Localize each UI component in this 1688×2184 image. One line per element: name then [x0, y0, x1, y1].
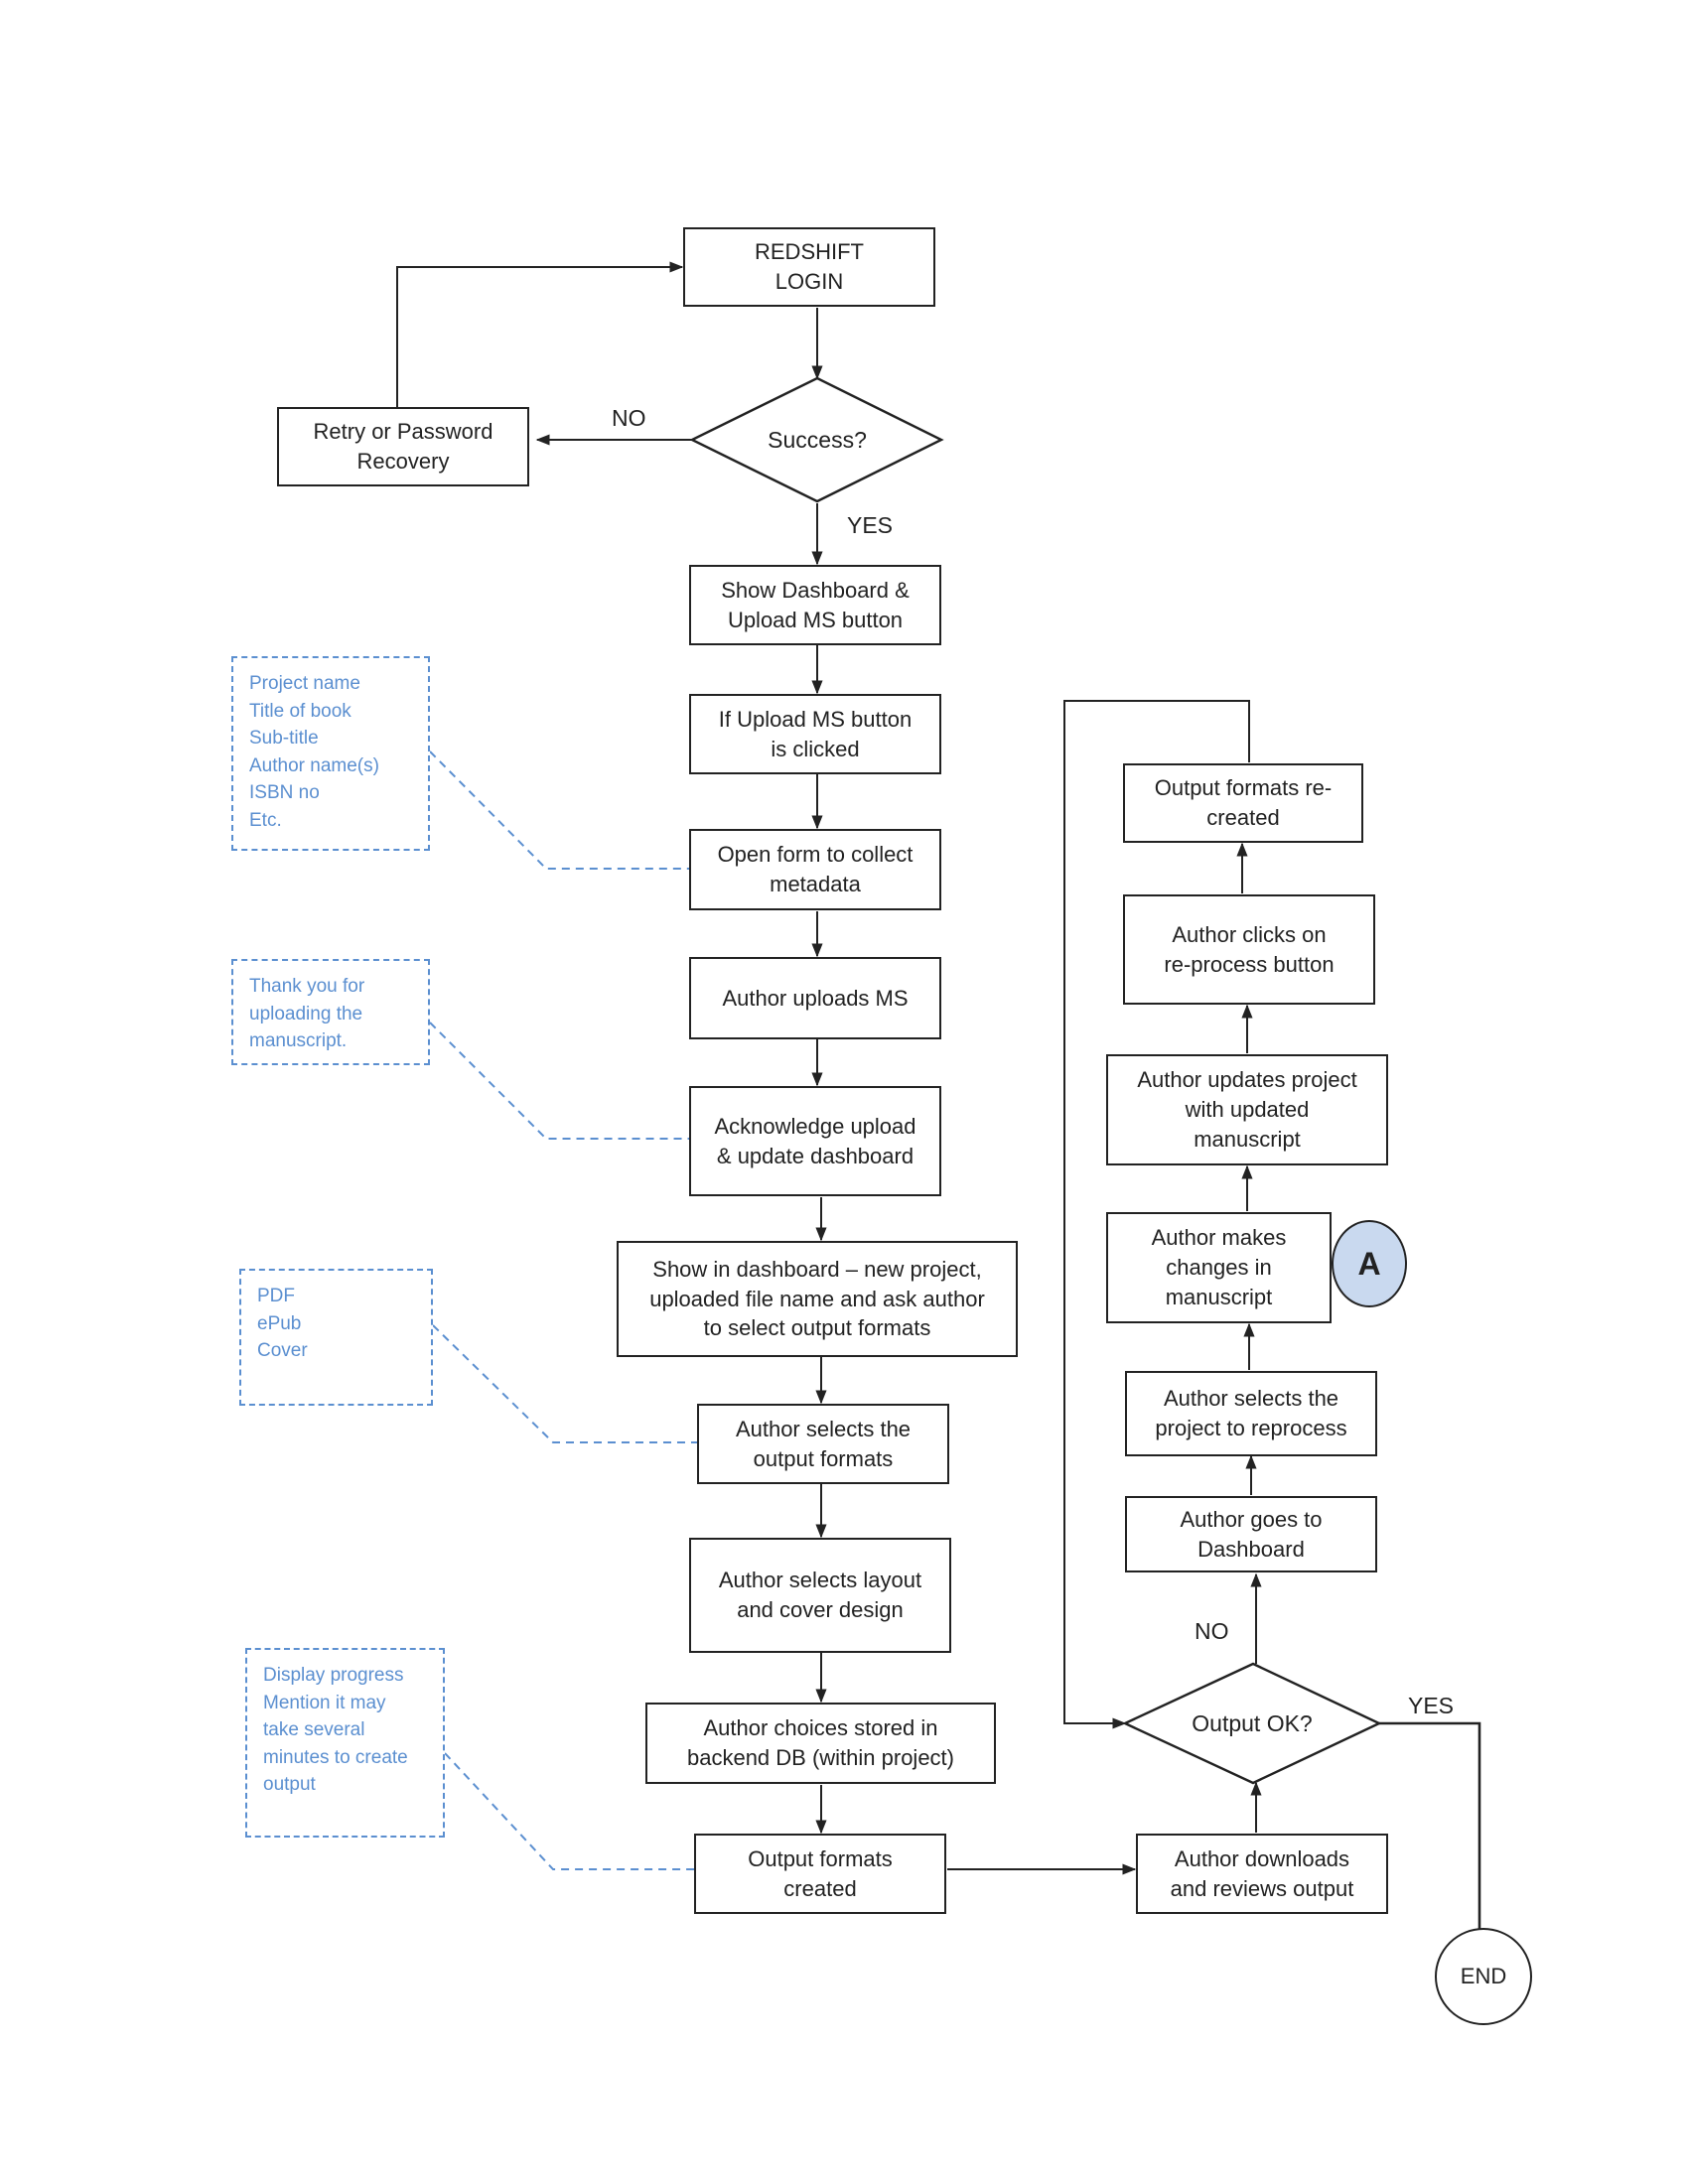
no-login-label: NO	[612, 405, 646, 431]
dashed-link-thanks	[429, 1022, 689, 1140]
arrow-recreated-loop-to-output-ok	[1063, 700, 1250, 1729]
upload-clicked-box: If Upload MS button is clicked	[689, 694, 941, 774]
no-output-label: NO	[1195, 1618, 1229, 1644]
note-thank-you: Thank you for uploading the manuscript.	[231, 959, 430, 1065]
formats-recreated-box: Output formats re- created	[1123, 763, 1363, 843]
yes-output-label: YES	[1408, 1693, 1455, 1718]
yes-login-label: YES	[847, 512, 894, 538]
open-form-box: Open form to collect metadata	[689, 829, 941, 910]
makes-changes-box: Author makes changes in manuscript	[1106, 1212, 1332, 1323]
arrow-output-ok-yes-to-end	[1379, 1721, 1481, 1934]
dashed-link-formats	[432, 1324, 697, 1443]
retry-box: Retry or Password Recovery	[277, 407, 529, 486]
show-new-project-box: Show in dashboard – new project, uploade…	[617, 1241, 1018, 1357]
note-display-progress: Display progress Mention it may take sev…	[245, 1648, 445, 1838]
author-uploads-box: Author uploads MS	[689, 957, 941, 1039]
connector-a: A	[1332, 1220, 1407, 1307]
dashed-link-progress	[444, 1752, 694, 1870]
end-terminal: END	[1435, 1928, 1532, 2025]
select-layout-box: Author selects layout and cover design	[689, 1538, 951, 1653]
acknowledge-box: Acknowledge upload & update dashboard	[689, 1086, 941, 1196]
downloads-reviews-box: Author downloads and reviews output	[1136, 1834, 1388, 1914]
goes-dashboard-box: Author goes to Dashboard	[1125, 1496, 1377, 1572]
arrow-retry-to-login	[396, 261, 684, 407]
login-box: REDSHIFT LOGIN	[683, 227, 935, 307]
clicks-reprocess-box: Author clicks on re-process button	[1123, 894, 1375, 1005]
selects-project-box: Author selects the project to reprocess	[1125, 1371, 1377, 1456]
decision-output-ok	[1122, 1662, 1382, 1785]
note-output-formats: PDF ePub Cover	[239, 1269, 433, 1406]
formats-created-box: Output formats created	[694, 1834, 946, 1914]
dashed-link-metadata	[429, 751, 689, 870]
select-formats-box: Author selects the output formats	[697, 1404, 949, 1484]
note-metadata-fields: Project name Title of book Sub-title Aut…	[231, 656, 430, 851]
updates-project-box: Author updates project with updated manu…	[1106, 1054, 1388, 1165]
decision-success	[689, 376, 944, 503]
choices-stored-box: Author choices stored in backend DB (wit…	[645, 1703, 996, 1784]
show-dashboard-box: Show Dashboard & Upload MS button	[689, 565, 941, 645]
